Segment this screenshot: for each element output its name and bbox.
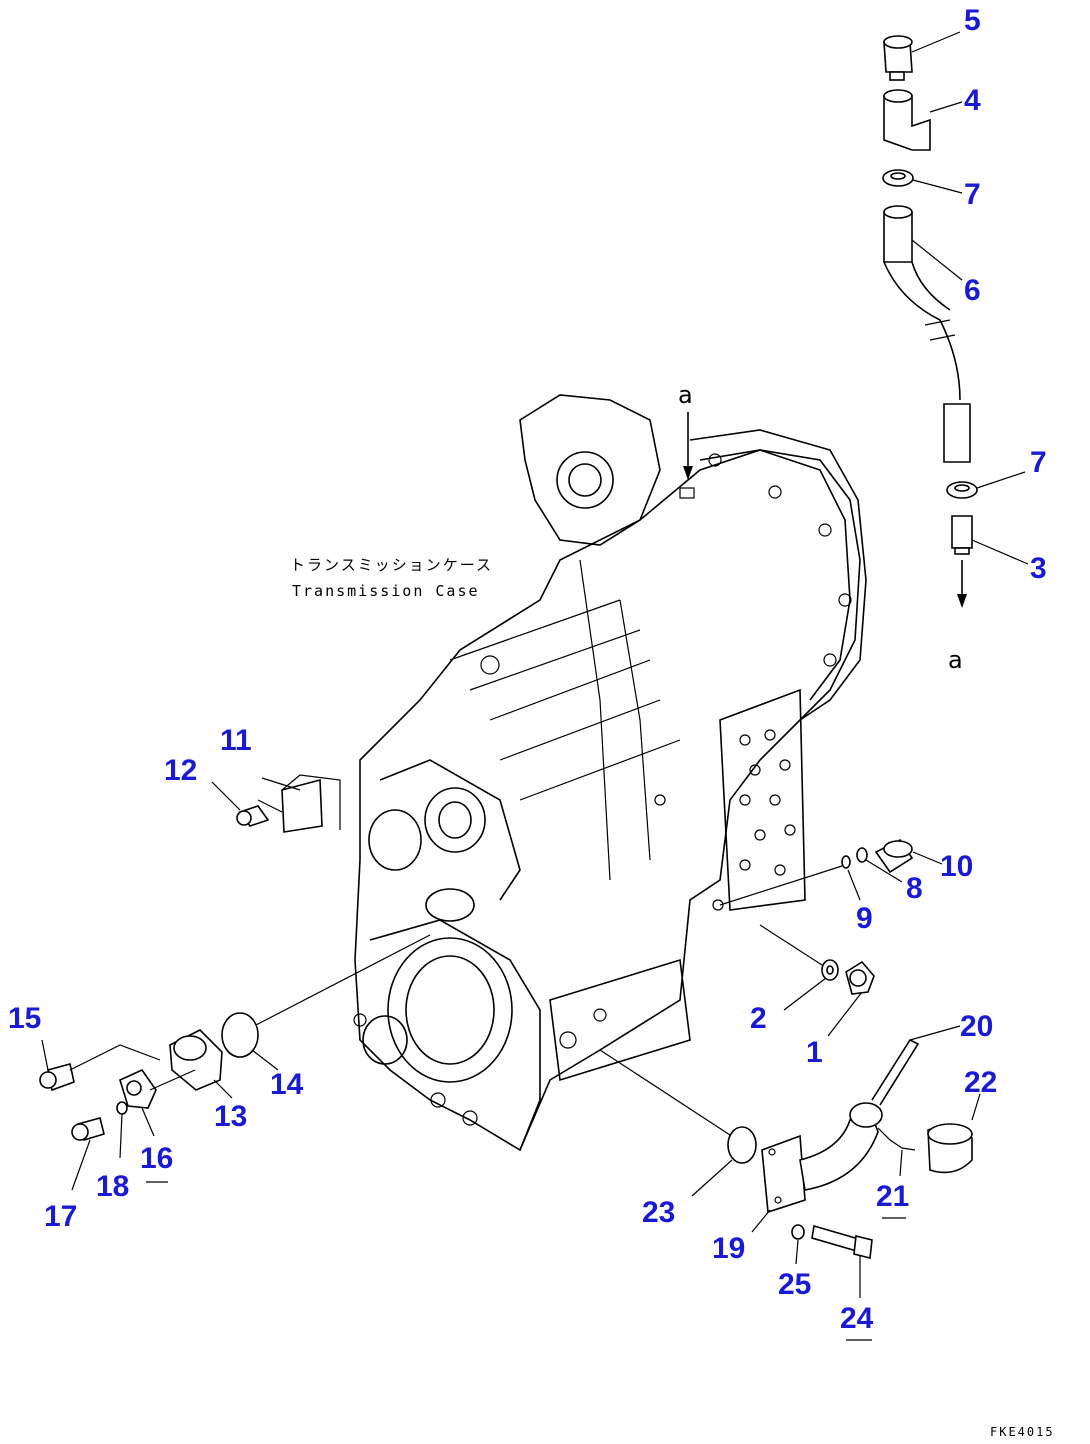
callout-17: 17 <box>44 1200 77 1233</box>
callout-16: 16 <box>140 1142 173 1175</box>
callout-8: 8 <box>906 872 923 905</box>
oil-filler-assembly <box>599 1038 973 1259</box>
callout-15: 15 <box>8 1002 41 1035</box>
callout-20: 20 <box>960 1010 993 1043</box>
callout-9: 9 <box>856 902 873 935</box>
callout-25: 25 <box>778 1268 811 1301</box>
transmission-case <box>353 394 867 1152</box>
callout-18: 18 <box>96 1170 129 1203</box>
case-label-jp: トランスミッションケース <box>290 556 493 574</box>
figure-code: FKE4015 <box>990 1425 1055 1439</box>
callout-10: 10 <box>940 850 973 883</box>
callout-1: 1 <box>806 1036 823 1069</box>
cover-assembly-left <box>236 774 341 833</box>
callout-24: 24 <box>840 1302 874 1335</box>
callout-7-upper: 7 <box>964 178 981 211</box>
callout-7-lower: 7 <box>1030 446 1047 479</box>
callout-4: 4 <box>964 84 981 117</box>
callout-21: 21 <box>876 1180 909 1213</box>
callout-ticks <box>146 1181 906 1341</box>
callout-3: 3 <box>1030 552 1047 585</box>
view-marker-bottom: a <box>948 646 963 674</box>
leader-lines <box>41 31 1029 1298</box>
inspection-cover-left <box>39 934 431 1141</box>
callout-2: 2 <box>750 1002 767 1035</box>
callout-23: 23 <box>642 1196 675 1229</box>
breather-hose-assembly <box>882 35 978 555</box>
callout-12: 12 <box>164 754 197 787</box>
callout-5: 5 <box>964 4 981 37</box>
callout-19: 19 <box>712 1232 745 1265</box>
case-label-en: Transmission Case <box>292 582 480 600</box>
view-marker-top: a <box>678 381 693 409</box>
callout-22: 22 <box>964 1066 997 1099</box>
callout-labels: 1 2 3 4 5 6 7 7 8 9 10 11 12 13 14 15 16… <box>8 4 1047 1335</box>
view-arrow-top: a <box>678 381 693 480</box>
view-arrow-bottom: a <box>948 560 967 674</box>
plug-and-sensor-right <box>719 838 914 995</box>
callout-11: 11 <box>220 724 252 757</box>
callout-13: 13 <box>214 1100 247 1133</box>
callout-6: 6 <box>964 274 981 307</box>
callout-14: 14 <box>270 1068 304 1101</box>
